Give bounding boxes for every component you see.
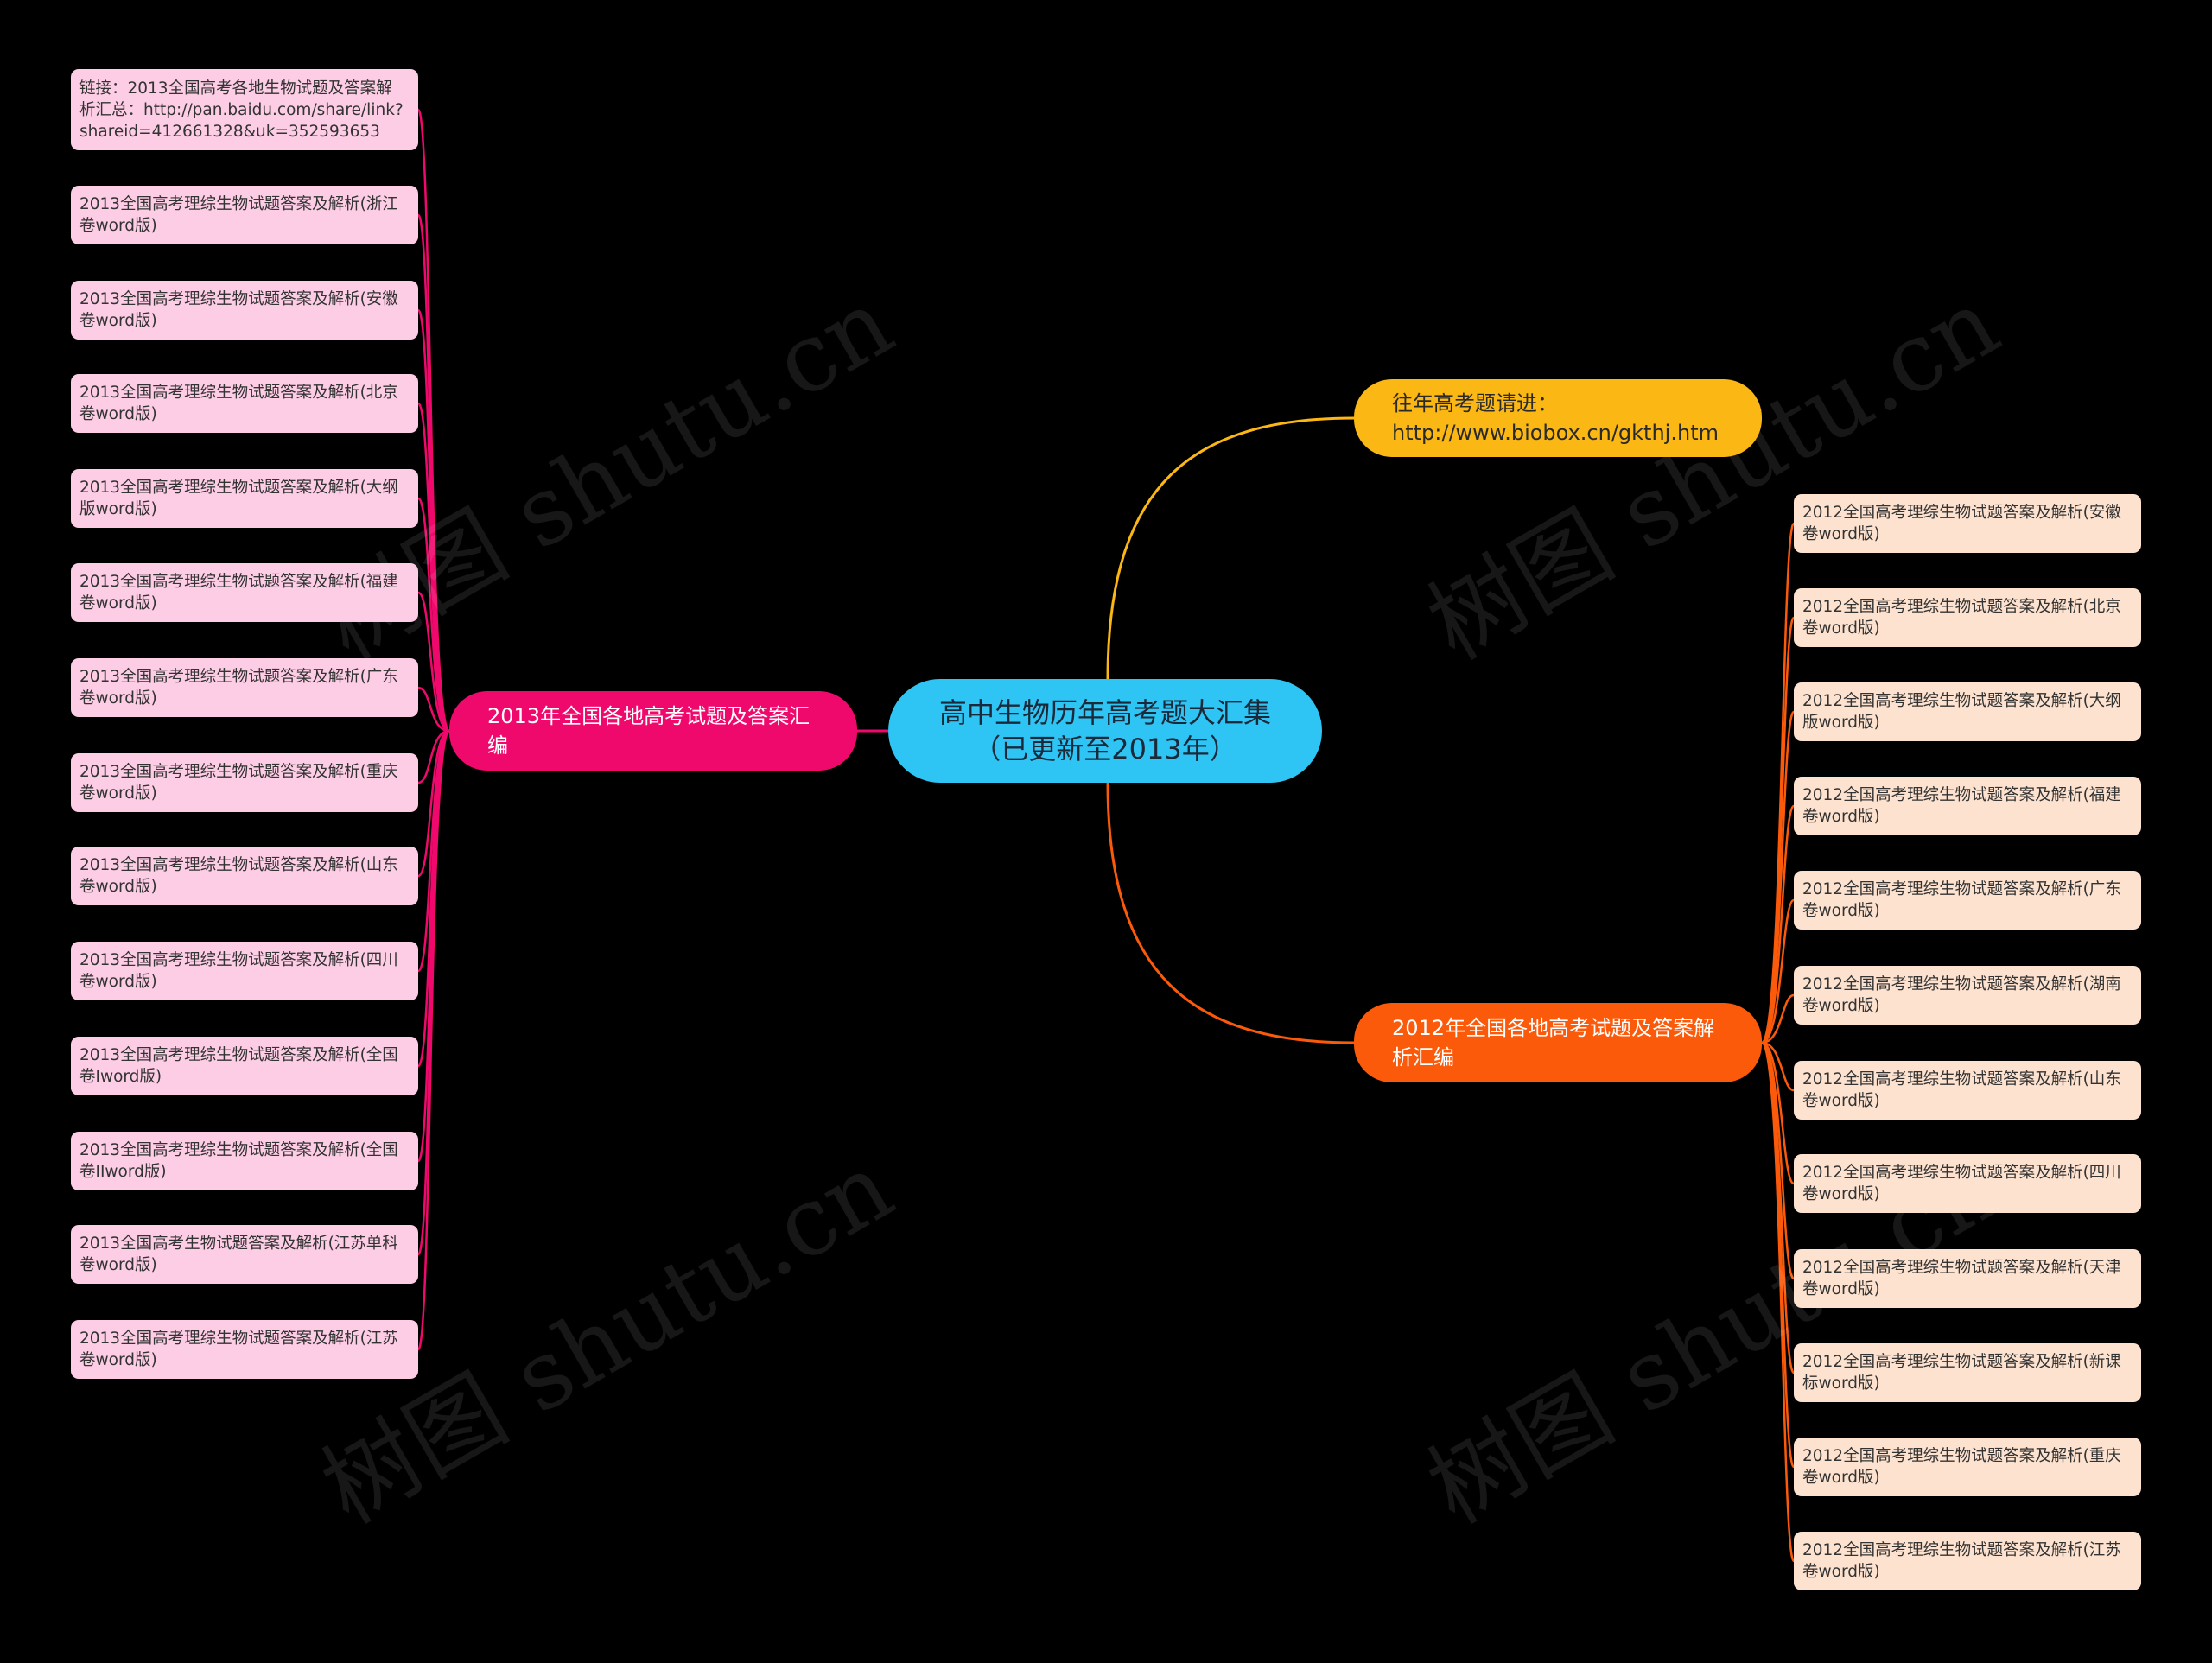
leaf-2012-item[interactable]: 2012全国高考理综生物试题答案及解析(湖南卷word版) — [1794, 966, 2141, 1025]
link-2012-leaf — [1761, 1041, 1795, 1092]
leaf-label: 2012全国高考理综生物试题答案及解析(北京卷word版) — [1802, 598, 2121, 638]
leaf-label: 2013全国高考理综生物试题答案及解析(山东卷word版) — [79, 856, 398, 896]
link-2012-leaf — [1761, 1041, 1796, 1185]
link-center-2012 — [1106, 782, 1355, 1044]
leaf-2013-item[interactable]: 2013全国高考理综生物试题答案及解析(浙江卷word版) — [71, 186, 418, 244]
link-2013-leaf — [417, 686, 450, 733]
link-2013-leaf — [417, 729, 450, 784]
link-2013-leaf — [416, 402, 451, 733]
leaf-label: 2012全国高考理综生物试题答案及解析(重庆卷word版) — [1802, 1447, 2121, 1487]
link-2012-leaf — [1761, 804, 1796, 1044]
branch-past-exams[interactable]: 往年高考题请进：http://www.biobox.cn/gkthj.htm — [1354, 379, 1762, 457]
link-2012-leaf — [1761, 1041, 1796, 1280]
leaf-label: 2012全国高考理综生物试题答案及解析(天津卷word版) — [1802, 1259, 2121, 1298]
leaf-label: 2012全国高考理综生物试题答案及解析(广东卷word版) — [1802, 880, 2121, 920]
leaf-label: 2012全国高考理综生物试题答案及解析(四川卷word版) — [1802, 1164, 2121, 1203]
leaf-2013-item[interactable]: 链接：2013全国高考各地生物试题及答案解析汇总：http://pan.baid… — [71, 69, 418, 150]
leaf-2012-item[interactable]: 2012全国高考理综生物试题答案及解析(大纲版word版) — [1794, 682, 2141, 741]
central-topic[interactable]: 高中生物历年高考题大汇集（已更新至2013年） — [888, 679, 1322, 783]
leaf-label: 2012全国高考理综生物试题答案及解析(福建卷word版) — [1802, 786, 2121, 826]
leaf-2012-item[interactable]: 2012全国高考理综生物试题答案及解析(新课标word版) — [1794, 1343, 2141, 1402]
link-2012-leaf — [1761, 993, 1795, 1044]
link-2012-leaf — [1760, 710, 1796, 1044]
leaf-2013-item[interactable]: 2013全国高考理综生物试题答案及解析(安徽卷word版) — [71, 281, 418, 340]
leaf-label: 2012全国高考理综生物试题答案及解析(湖南卷word版) — [1802, 975, 2121, 1015]
leaf-label: 链接：2013全国高考各地生物试题及答案解析汇总：http://pan.baid… — [79, 79, 404, 141]
leaf-label: 2012全国高考理综生物试题答案及解析(新课标word版) — [1802, 1353, 2121, 1393]
leaf-label: 2013全国高考理综生物试题答案及解析(四川卷word版) — [79, 951, 398, 991]
leaf-label: 2013全国高考理综生物试题答案及解析(北京卷word版) — [79, 384, 398, 423]
leaf-2013-item[interactable]: 2013全国高考理综生物试题答案及解析(重庆卷word版) — [71, 753, 418, 812]
leaf-label: 2013全国高考理综生物试题答案及解析(浙江卷word版) — [79, 195, 398, 235]
leaf-2013-item[interactable]: 2013全国高考理综生物试题答案及解析(北京卷word版) — [71, 374, 418, 433]
leaf-2013-item[interactable]: 2013全国高考生物试题答案及解析(江苏单科卷word版) — [71, 1225, 418, 1284]
leaf-label: 2012全国高考理综生物试题答案及解析(安徽卷word版) — [1802, 504, 2121, 543]
link-2012-leaf — [1761, 898, 1796, 1044]
branch-2012[interactable]: 2012年全国各地高考试题及答案解析汇编 — [1354, 1003, 1762, 1082]
leaf-label: 2013全国高考理综生物试题答案及解析(大纲版word版) — [79, 479, 398, 518]
branch-2013-label: 2013年全国各地高考试题及答案汇编 — [487, 704, 810, 758]
leaf-2012-item[interactable]: 2012全国高考理综生物试题答案及解析(北京卷word版) — [1794, 588, 2141, 647]
link-2013-leaf — [417, 729, 450, 878]
leaf-label: 2013全国高考理综生物试题答案及解析(福建卷word版) — [79, 573, 398, 613]
leaf-2013-item[interactable]: 2013全国高考理综生物试题答案及解析(江苏卷word版) — [71, 1320, 418, 1379]
central-topic-label: 高中生物历年高考题大汇集（已更新至2013年） — [938, 696, 1271, 765]
leaf-label: 2012全国高考理综生物试题答案及解析(江苏卷word版) — [1802, 1541, 2121, 1581]
leaf-label: 2012全国高考理综生物试题答案及解析(大纲版word版) — [1802, 692, 2121, 732]
leaf-2012-item[interactable]: 2012全国高考理综生物试题答案及解析(安徽卷word版) — [1794, 494, 2141, 553]
link-2012-leaf — [1760, 1041, 1796, 1563]
leaf-2013-item[interactable]: 2013全国高考理综生物试题答案及解析(广东卷word版) — [71, 658, 418, 717]
leaf-label: 2013全国高考理综生物试题答案及解析(安徽卷word版) — [79, 290, 398, 330]
leaf-2013-item[interactable]: 2013全国高考理综生物试题答案及解析(全国卷IIword版) — [71, 1132, 418, 1190]
link-2013-leaf — [417, 591, 450, 733]
branch-2012-label: 2012年全国各地高考试题及答案解析汇编 — [1392, 1016, 1715, 1070]
leaf-label: 2013全国高考理综生物试题答案及解析(江苏卷word版) — [79, 1330, 398, 1369]
leaf-2012-item[interactable]: 2012全国高考理综生物试题答案及解析(山东卷word版) — [1794, 1061, 2141, 1120]
link-2013-leaf — [416, 497, 450, 733]
leaf-label: 2013全国高考理综生物试题答案及解析(全国卷IIword版) — [79, 1141, 398, 1181]
leaf-2013-item[interactable]: 2013全国高考理综生物试题答案及解析(大纲版word版) — [71, 469, 418, 528]
link-2013-leaf — [416, 729, 451, 1351]
leaf-2013-item[interactable]: 2013全国高考理综生物试题答案及解析(山东卷word版) — [71, 847, 418, 905]
leaf-2013-item[interactable]: 2013全国高考理综生物试题答案及解析(四川卷word版) — [71, 942, 418, 1000]
leaf-2012-item[interactable]: 2012全国高考理综生物试题答案及解析(广东卷word版) — [1794, 871, 2141, 930]
link-center-past — [1106, 416, 1355, 680]
leaf-label: 2013全国高考生物试题答案及解析(江苏单科卷word版) — [79, 1235, 398, 1274]
leaf-2013-item[interactable]: 2013全国高考理综生物试题答案及解析(全国卷Iword版) — [71, 1037, 418, 1095]
leaf-2012-item[interactable]: 2012全国高考理综生物试题答案及解析(江苏卷word版) — [1794, 1532, 2141, 1590]
leaf-label: 2013全国高考理综生物试题答案及解析(广东卷word版) — [79, 668, 398, 708]
leaf-2012-item[interactable]: 2012全国高考理综生物试题答案及解析(福建卷word版) — [1794, 777, 2141, 835]
leaf-2012-item[interactable]: 2012全国高考理综生物试题答案及解析(重庆卷word版) — [1794, 1438, 2141, 1496]
leaf-label: 2013全国高考理综生物试题答案及解析(全国卷Iword版) — [79, 1046, 398, 1086]
leaf-2012-item[interactable]: 2012全国高考理综生物试题答案及解析(天津卷word版) — [1794, 1249, 2141, 1308]
leaf-label: 2012全国高考理综生物试题答案及解析(山东卷word版) — [1802, 1070, 2121, 1110]
branch-2013[interactable]: 2013年全国各地高考试题及答案汇编 — [449, 691, 857, 771]
leaf-label: 2013全国高考理综生物试题答案及解析(重庆卷word版) — [79, 763, 398, 803]
leaf-2013-item[interactable]: 2013全国高考理综生物试题答案及解析(福建卷word版) — [71, 563, 418, 622]
leaf-2012-item[interactable]: 2012全国高考理综生物试题答案及解析(四川卷word版) — [1794, 1154, 2141, 1213]
branch-past-exams-label: 往年高考题请进：http://www.biobox.cn/gkthj.htm — [1392, 391, 1719, 445]
